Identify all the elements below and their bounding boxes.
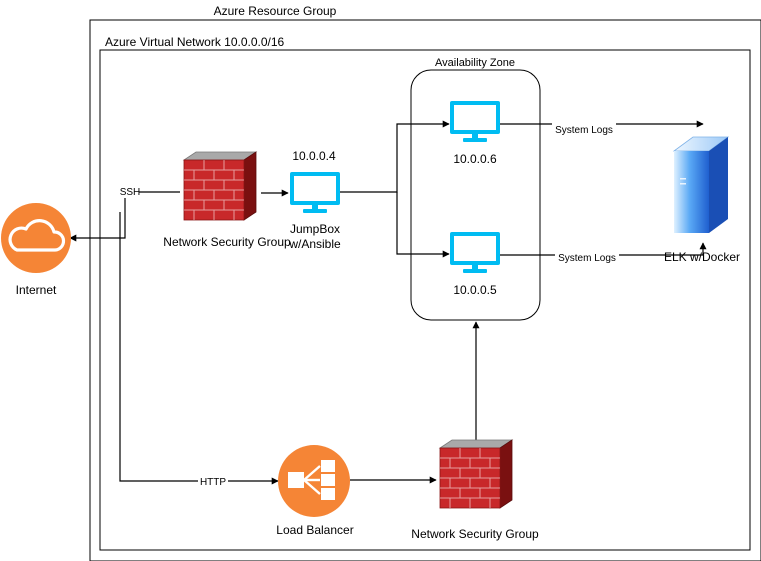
elk-node: ELK w/Docker — [664, 136, 740, 264]
ssh-edge — [69, 191, 180, 242]
jumpbox-to-vm1-edge — [340, 120, 450, 193]
http-label-bg — [198, 474, 228, 487]
load-balancer-label: Load Balancer — [276, 523, 353, 537]
jumpbox-label-line2: w/Ansible — [288, 237, 341, 251]
vm-2-node: 10.0.0.5 — [450, 232, 500, 297]
logs2-label-bg — [555, 250, 619, 263]
logs2-label: System Logs — [558, 253, 616, 264]
internet-node: Internet — [1, 203, 71, 297]
monitor-icon — [290, 172, 340, 213]
nsg-top-node: Network Security Group — [163, 151, 291, 249]
virtual-network-box — [99, 49, 751, 551]
internet-label: Internet — [16, 283, 57, 297]
ssh-label: SSH — [120, 187, 141, 198]
ssh-label-bg — [117, 185, 139, 198]
vm-1-ip: 10.0.0.6 — [453, 152, 497, 166]
resource-group-label: Azure Resource Group — [214, 4, 337, 18]
jumpbox-label-line1: JumpBox — [290, 222, 340, 236]
server-icon — [672, 136, 730, 233]
load-balancer-icon — [278, 445, 350, 517]
load-balancer-node: Load Balancer — [276, 445, 354, 537]
jumpbox-to-vm2-edge — [396, 192, 450, 258]
availability-zone-label: Availability Zone — [435, 57, 515, 69]
nsg-bottom-label: Network Security Group — [411, 527, 539, 541]
logs1-label: System Logs — [555, 125, 613, 136]
resource-group-box — [89, 19, 761, 561]
http-label: HTTP — [200, 477, 226, 488]
vm-2-ip: 10.0.0.5 — [453, 283, 497, 297]
availability-zone-box — [410, 69, 541, 321]
http-edge — [119, 212, 279, 485]
firewall-icon — [183, 151, 257, 221]
nsg-bottom-node: Network Security Group — [411, 439, 539, 541]
monitor-icon — [450, 101, 500, 142]
firewall-icon — [439, 439, 513, 509]
monitor-icon — [450, 232, 500, 273]
virtual-network-label: Azure Virtual Network 10.0.0.0/16 — [105, 35, 285, 49]
logs1-label-bg — [552, 122, 616, 135]
jumpbox-node: 10.0.0.4 JumpBox w/Ansible — [288, 149, 341, 251]
elk-label: ELK w/Docker — [664, 250, 740, 264]
nsg-top-label: Network Security Group — [163, 235, 291, 249]
jumpbox-ip: 10.0.0.4 — [292, 149, 336, 163]
vm-1-node: 10.0.0.6 — [450, 101, 500, 166]
cloud-icon — [1, 203, 71, 273]
